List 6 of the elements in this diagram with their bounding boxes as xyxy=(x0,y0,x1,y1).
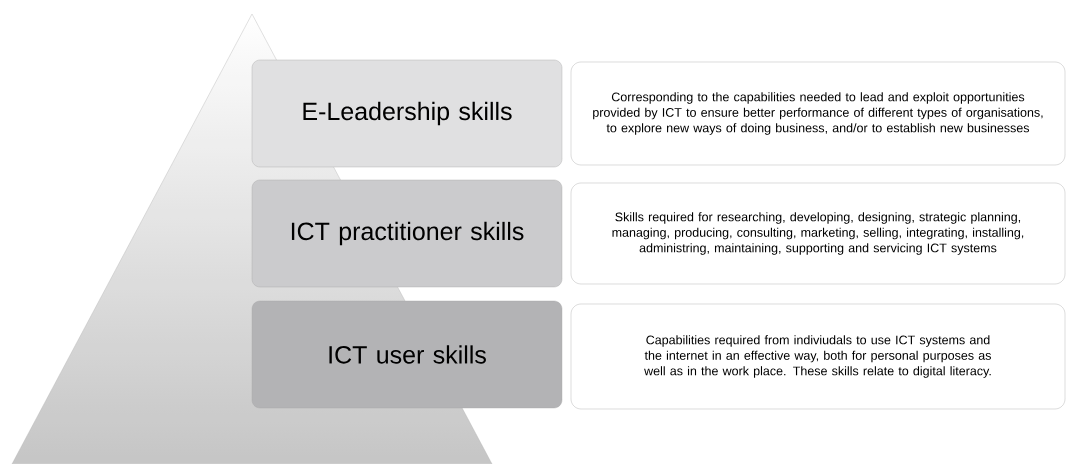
description-box: Capabilities required from indiviudals to use ICT systems and the internet in an effective way, both for personal purposes as well as in the work place. These skills relate to digital literacy. xyxy=(570,303,1066,410)
description-box: Skills required for researching, developing, designing, strategic planning, managing, producing, consulting, marketing, selling, integrating, installing, administring, maintaining, supporting and servicing ICT systems xyxy=(570,182,1066,285)
skill-box: ICT practitioner skills xyxy=(251,179,563,288)
description-box: Corresponding to the capabilities needed to lead and exploit opportunities provided by ICT to ensure better performance of different types of organisations, to explore new ways of doing business, and/or to establish new businesses xyxy=(570,61,1066,166)
skill-box: ICT user skills xyxy=(251,300,563,409)
skill-box: E-Leadership skills xyxy=(251,59,563,168)
